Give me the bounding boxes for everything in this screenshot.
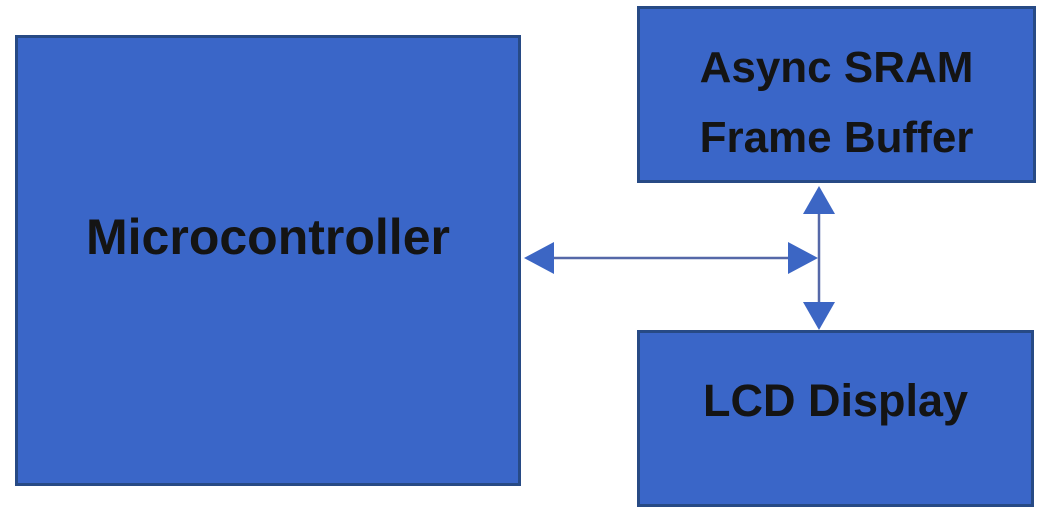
vertical-double-arrow-icon <box>803 186 835 330</box>
sram-label-line1: Async SRAM <box>699 42 974 92</box>
horizontal-double-arrow-icon <box>524 242 818 274</box>
node-lcd-display: LCD Display <box>637 330 1034 507</box>
microcontroller-label: Microcontroller <box>86 208 450 265</box>
lcd-display-label: LCD Display <box>702 374 969 426</box>
node-microcontroller: Microcontroller <box>15 35 521 486</box>
sram-label-line2: Frame Buffer <box>699 112 974 162</box>
sram-label: Async SRAM Frame Buffer <box>700 33 974 172</box>
node-async-sram-frame-buffer: Async SRAM Frame Buffer <box>637 6 1036 183</box>
